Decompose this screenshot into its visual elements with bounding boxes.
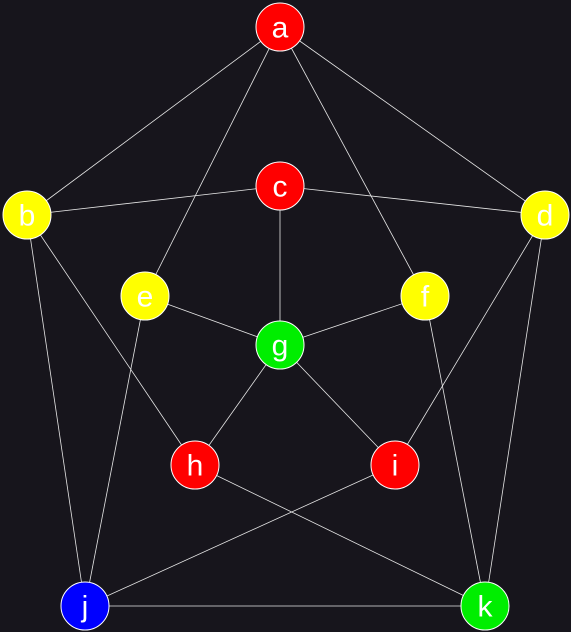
- edge-b-c: [26, 185, 281, 216]
- node-d: d: [520, 190, 570, 240]
- node-h-label: h: [187, 450, 204, 483]
- node-h-circle: [170, 440, 220, 490]
- edge-i-j: [84, 464, 396, 607]
- node-d-circle: [520, 190, 570, 240]
- edge-c-d: [279, 185, 546, 216]
- node-j-circle: [60, 581, 110, 631]
- node-k: k: [460, 581, 510, 631]
- edge-a-e: [144, 26, 281, 297]
- node-g: g: [255, 320, 305, 370]
- node-a-label: a: [272, 12, 289, 45]
- node-i-circle: [370, 440, 420, 490]
- node-d-label: d: [537, 200, 554, 233]
- node-b-circle: [2, 190, 52, 240]
- node-b: b: [2, 190, 52, 240]
- edge-g-h: [194, 344, 281, 466]
- node-b-label: b: [19, 200, 36, 233]
- node-i: i: [370, 440, 420, 490]
- node-c: c: [255, 161, 305, 211]
- edge-b-h: [26, 214, 196, 466]
- node-k-circle: [460, 581, 510, 631]
- edge-a-f: [279, 26, 426, 297]
- edge-a-b: [26, 26, 281, 216]
- edges-layer: [26, 26, 546, 607]
- edge-b-j: [26, 214, 86, 607]
- node-j: j: [60, 581, 110, 631]
- edge-f-g: [279, 295, 426, 346]
- node-k-label: k: [478, 591, 494, 624]
- edge-e-j: [84, 295, 146, 607]
- edge-f-k: [424, 295, 486, 607]
- node-e: e: [120, 271, 170, 321]
- node-h: h: [170, 440, 220, 490]
- node-g-circle: [255, 320, 305, 370]
- node-f: f: [400, 271, 450, 321]
- node-c-circle: [255, 161, 305, 211]
- edge-d-k: [484, 214, 546, 607]
- node-j-label: j: [81, 591, 89, 624]
- edge-a-d: [279, 26, 546, 216]
- node-a: a: [255, 2, 305, 52]
- node-f-label: f: [421, 281, 430, 314]
- edge-d-i: [394, 214, 546, 466]
- node-g-label: g: [272, 330, 289, 363]
- node-a-circle: [255, 2, 305, 52]
- node-f-circle: [400, 271, 450, 321]
- node-e-label: e: [137, 281, 154, 314]
- node-i-label: i: [392, 450, 399, 483]
- node-c-label: c: [273, 171, 288, 204]
- edge-g-i: [279, 344, 396, 466]
- node-e-circle: [120, 271, 170, 321]
- edge-h-k: [194, 464, 486, 607]
